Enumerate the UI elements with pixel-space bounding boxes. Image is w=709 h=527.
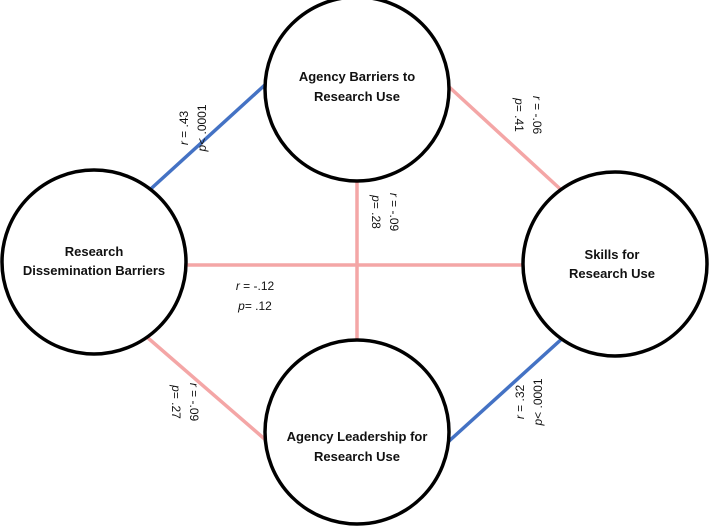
node-agency-barriers: Agency Barriers to Research Use <box>263 0 451 183</box>
stat-dissemination-agency: r = .43 p< .0001 <box>177 104 209 152</box>
stat-r: r = .43 <box>177 110 191 145</box>
stat-agency-skills: r = -.06 p= .41 <box>512 96 544 135</box>
stat-dissemination-skills: r = -.12 p= .12 <box>236 279 275 313</box>
node-dissemination-barriers-line1: Research <box>65 244 124 259</box>
stat-r: r = -.06 <box>530 96 544 135</box>
node-agency-barriers-line2: Research Use <box>314 89 400 104</box>
edge-dissemination-agency <box>141 81 269 198</box>
node-leadership: Agency Leadership for Research Use <box>263 338 451 526</box>
stat-p: p= .12 <box>237 299 272 313</box>
node-skills-line1: Skills for <box>585 247 640 262</box>
edge-dissemination-leadership <box>146 336 270 444</box>
stat-p: p< .0001 <box>531 378 545 426</box>
stat-r: r = -.12 <box>236 279 275 293</box>
stat-r: r = -.09 <box>187 383 201 422</box>
node-agency-barriers-line1: Agency Barriers to <box>299 69 415 84</box>
stat-p: p= .28 <box>369 194 383 229</box>
node-dissemination-barriers-line2: Dissemination Barriers <box>23 263 165 278</box>
stat-leadership-skills: r = .32 p< .0001 <box>513 378 545 426</box>
node-dissemination-barriers: Research Dissemination Barriers <box>0 168 188 356</box>
stat-p: p< .0001 <box>195 104 209 152</box>
stat-dissemination-leadership: r = -.09 p= .27 <box>169 383 201 422</box>
stat-p: p= .27 <box>169 384 183 419</box>
edge-agency-skills <box>445 83 572 200</box>
stat-r: r = -.09 <box>387 193 401 232</box>
node-leadership-line2: Research Use <box>314 449 400 464</box>
edge-leadership-skills <box>446 334 567 444</box>
node-leadership-line1: Agency Leadership for <box>287 429 428 444</box>
stat-agency-leadership: r = -.09 p= .28 <box>369 193 401 232</box>
stat-p: p= .41 <box>512 97 526 132</box>
node-skills-line2: Research Use <box>569 266 655 281</box>
node-skills: Skills for Research Use <box>521 170 709 358</box>
stat-r: r = .32 <box>513 384 527 419</box>
